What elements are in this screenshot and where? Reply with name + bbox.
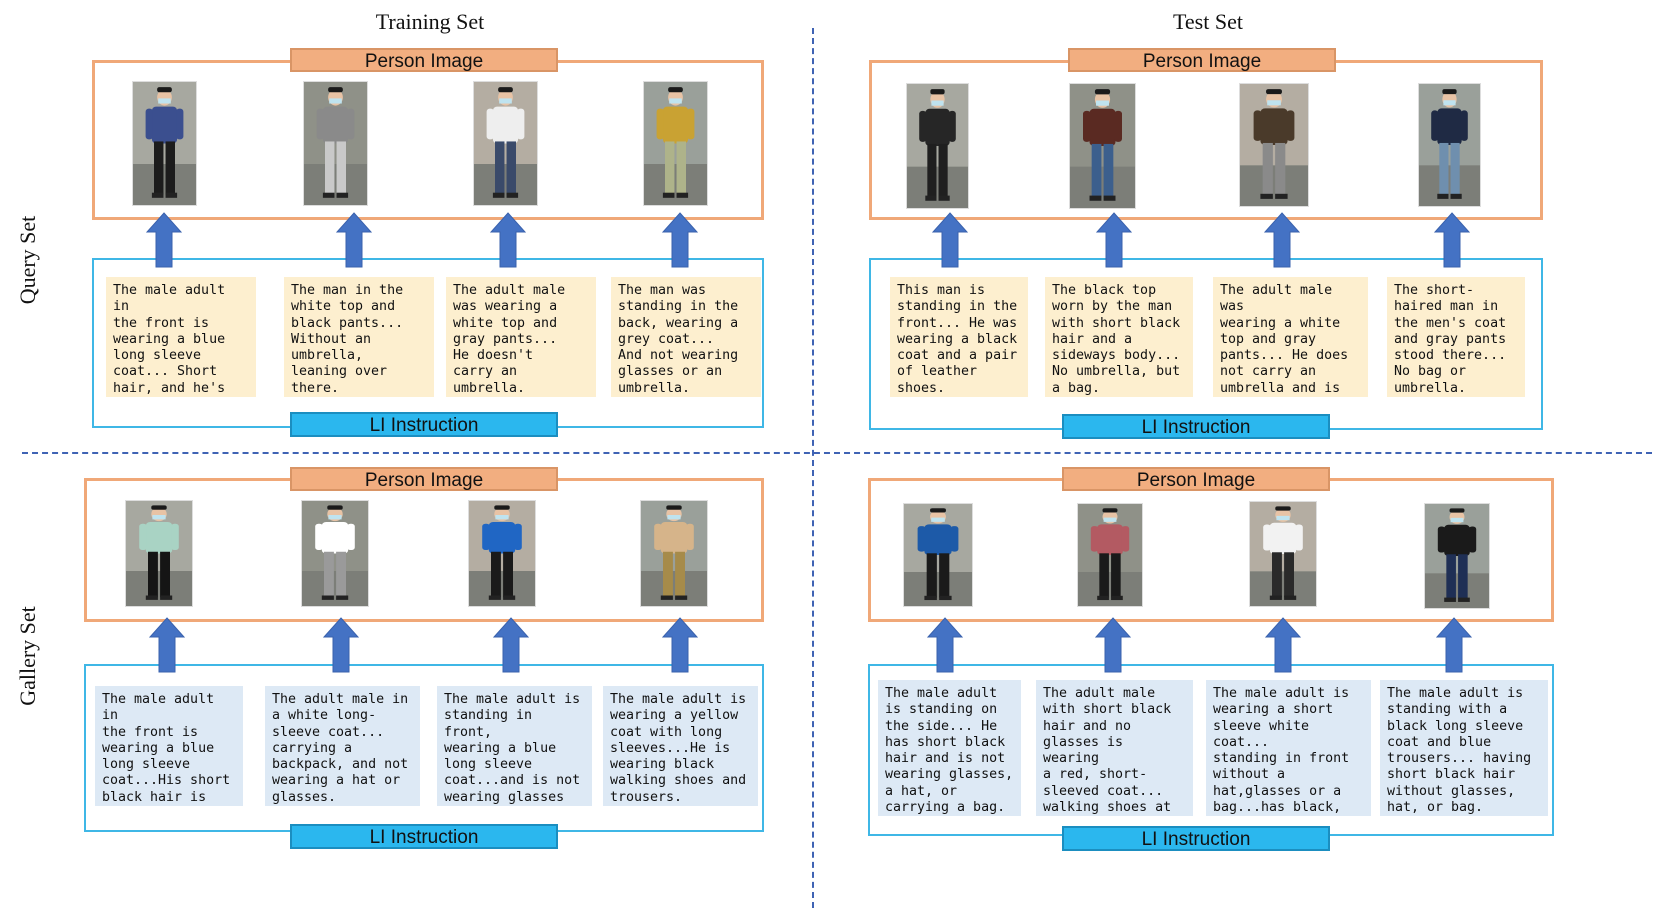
person-photo	[468, 500, 536, 607]
row-title-gallery: Gallery Set	[15, 606, 40, 706]
person-photo	[303, 81, 368, 206]
up-arrow-icon	[932, 212, 968, 268]
li-instruction-label: LI Instruction	[1062, 826, 1330, 851]
up-arrow-icon	[662, 212, 698, 268]
person-photo	[643, 81, 708, 206]
up-arrow-icon	[490, 212, 526, 268]
up-arrow-icon	[662, 617, 698, 673]
description-note: The man in the white top and black pants…	[284, 277, 434, 397]
up-arrow-icon	[1265, 617, 1301, 673]
up-arrow-icon	[1264, 212, 1300, 268]
description-note: The adult male was wearing a white top a…	[446, 277, 596, 397]
person-photo	[301, 500, 369, 607]
person-photo	[1239, 83, 1309, 207]
up-arrow-icon	[149, 617, 185, 673]
description-note: The man was standing in the back, wearin…	[611, 277, 761, 397]
description-note: The male adult in the front is wearing a…	[106, 277, 256, 397]
up-arrow-icon	[493, 617, 529, 673]
description-note: The male adult is standing in front, wea…	[437, 686, 592, 806]
up-arrow-icon	[927, 617, 963, 673]
person-photo	[1418, 83, 1481, 207]
up-arrow-icon	[146, 212, 182, 268]
li-instruction-label: LI Instruction	[290, 412, 558, 437]
up-arrow-icon	[1436, 617, 1472, 673]
person-photo	[1424, 503, 1490, 609]
person-image-label: Person Image	[290, 467, 558, 491]
description-note: The adult male was wearing a white top a…	[1213, 277, 1368, 397]
up-arrow-icon	[336, 212, 372, 268]
description-note: The adult male with short black hair and…	[1036, 680, 1193, 816]
description-note: The male adult is wearing a short sleeve…	[1206, 680, 1371, 816]
person-image-label: Person Image	[290, 48, 558, 72]
person-photo	[1077, 503, 1143, 607]
description-note: The adult male in a white long- sleeve c…	[265, 686, 420, 806]
description-note: The male adult is standing on the side..…	[878, 680, 1021, 816]
person-photo	[906, 83, 969, 209]
person-photo	[132, 81, 197, 206]
description-note: The male adult is wearing a yellow coat …	[603, 686, 758, 806]
person-photo	[903, 503, 973, 607]
person-image-label: Person Image	[1062, 467, 1330, 491]
description-note: The male adult in the front is wearing a…	[95, 686, 243, 806]
person-image-label: Person Image	[1068, 48, 1336, 72]
up-arrow-icon	[1095, 617, 1131, 673]
person-photo	[473, 81, 538, 206]
column-title-training: Training Set	[375, 9, 485, 34]
description-note: This man is standing in the front... He …	[890, 277, 1028, 397]
horizontal-divider	[22, 452, 1652, 454]
person-photo	[1069, 83, 1136, 209]
column-title-test: Test Set	[1173, 9, 1243, 34]
description-note: The male adult is standing with a black …	[1380, 680, 1548, 816]
description-note: The black top worn by the man with short…	[1045, 277, 1193, 397]
up-arrow-icon	[1096, 212, 1132, 268]
description-note: The short- haired man in the men's coat …	[1387, 277, 1525, 397]
vertical-divider	[812, 28, 814, 908]
person-photo	[1249, 501, 1317, 607]
up-arrow-icon	[323, 617, 359, 673]
up-arrow-icon	[1434, 212, 1470, 268]
person-photo	[125, 500, 193, 607]
li-instruction-label: LI Instruction	[290, 824, 558, 849]
li-instruction-label: LI Instruction	[1062, 414, 1330, 439]
person-photo	[640, 500, 708, 607]
row-title-query: Query Set	[15, 215, 40, 305]
